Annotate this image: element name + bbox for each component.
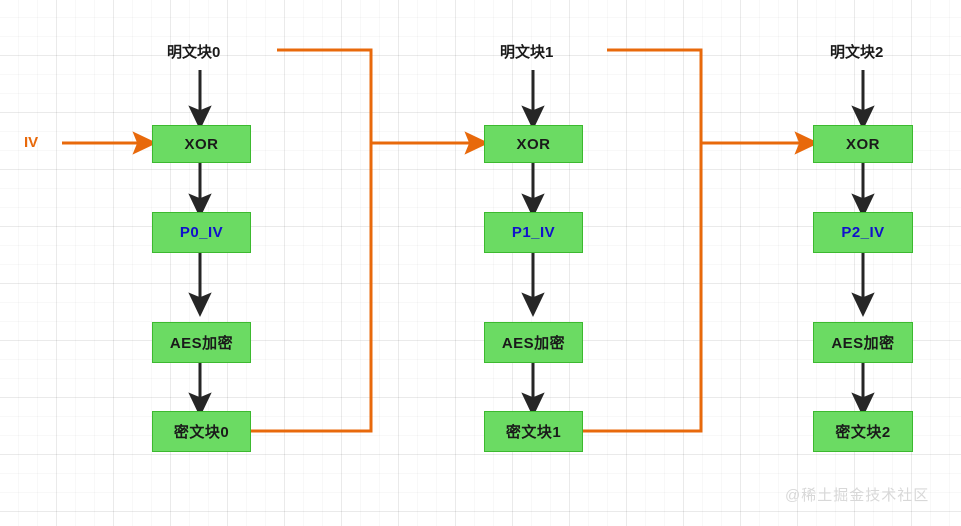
watermark: @稀土掘金技术社区 [785, 487, 930, 504]
ciphertext-box-1[interactable]: 密文块1 [484, 411, 583, 452]
ciphertext-box-0[interactable]: 密文块0 [152, 411, 251, 452]
feedback-ciphertext1-to-xor2 [583, 48, 820, 433]
feedback-ciphertext0-to-xor1 [250, 48, 490, 433]
xor-result-box-0[interactable]: P0_IV [152, 212, 251, 253]
xor-box-2[interactable]: XOR [813, 125, 913, 163]
plaintext-label-1: 明文块1 [500, 44, 554, 61]
ciphertext-box-2[interactable]: 密文块2 [813, 411, 913, 452]
xor-box-0[interactable]: XOR [152, 125, 251, 163]
xor-box-1[interactable]: XOR [484, 125, 583, 163]
xor-result-box-1[interactable]: P1_IV [484, 212, 583, 253]
aes-box-1[interactable]: AES加密 [484, 322, 583, 363]
iv-label: IV [24, 134, 39, 151]
aes-box-2[interactable]: AES加密 [813, 322, 913, 363]
aes-box-0[interactable]: AES加密 [152, 322, 251, 363]
plaintext-label-2: 明文块2 [830, 44, 884, 61]
plaintext-label-0: 明文块0 [167, 44, 221, 61]
xor-result-box-2[interactable]: P2_IV [813, 212, 913, 253]
